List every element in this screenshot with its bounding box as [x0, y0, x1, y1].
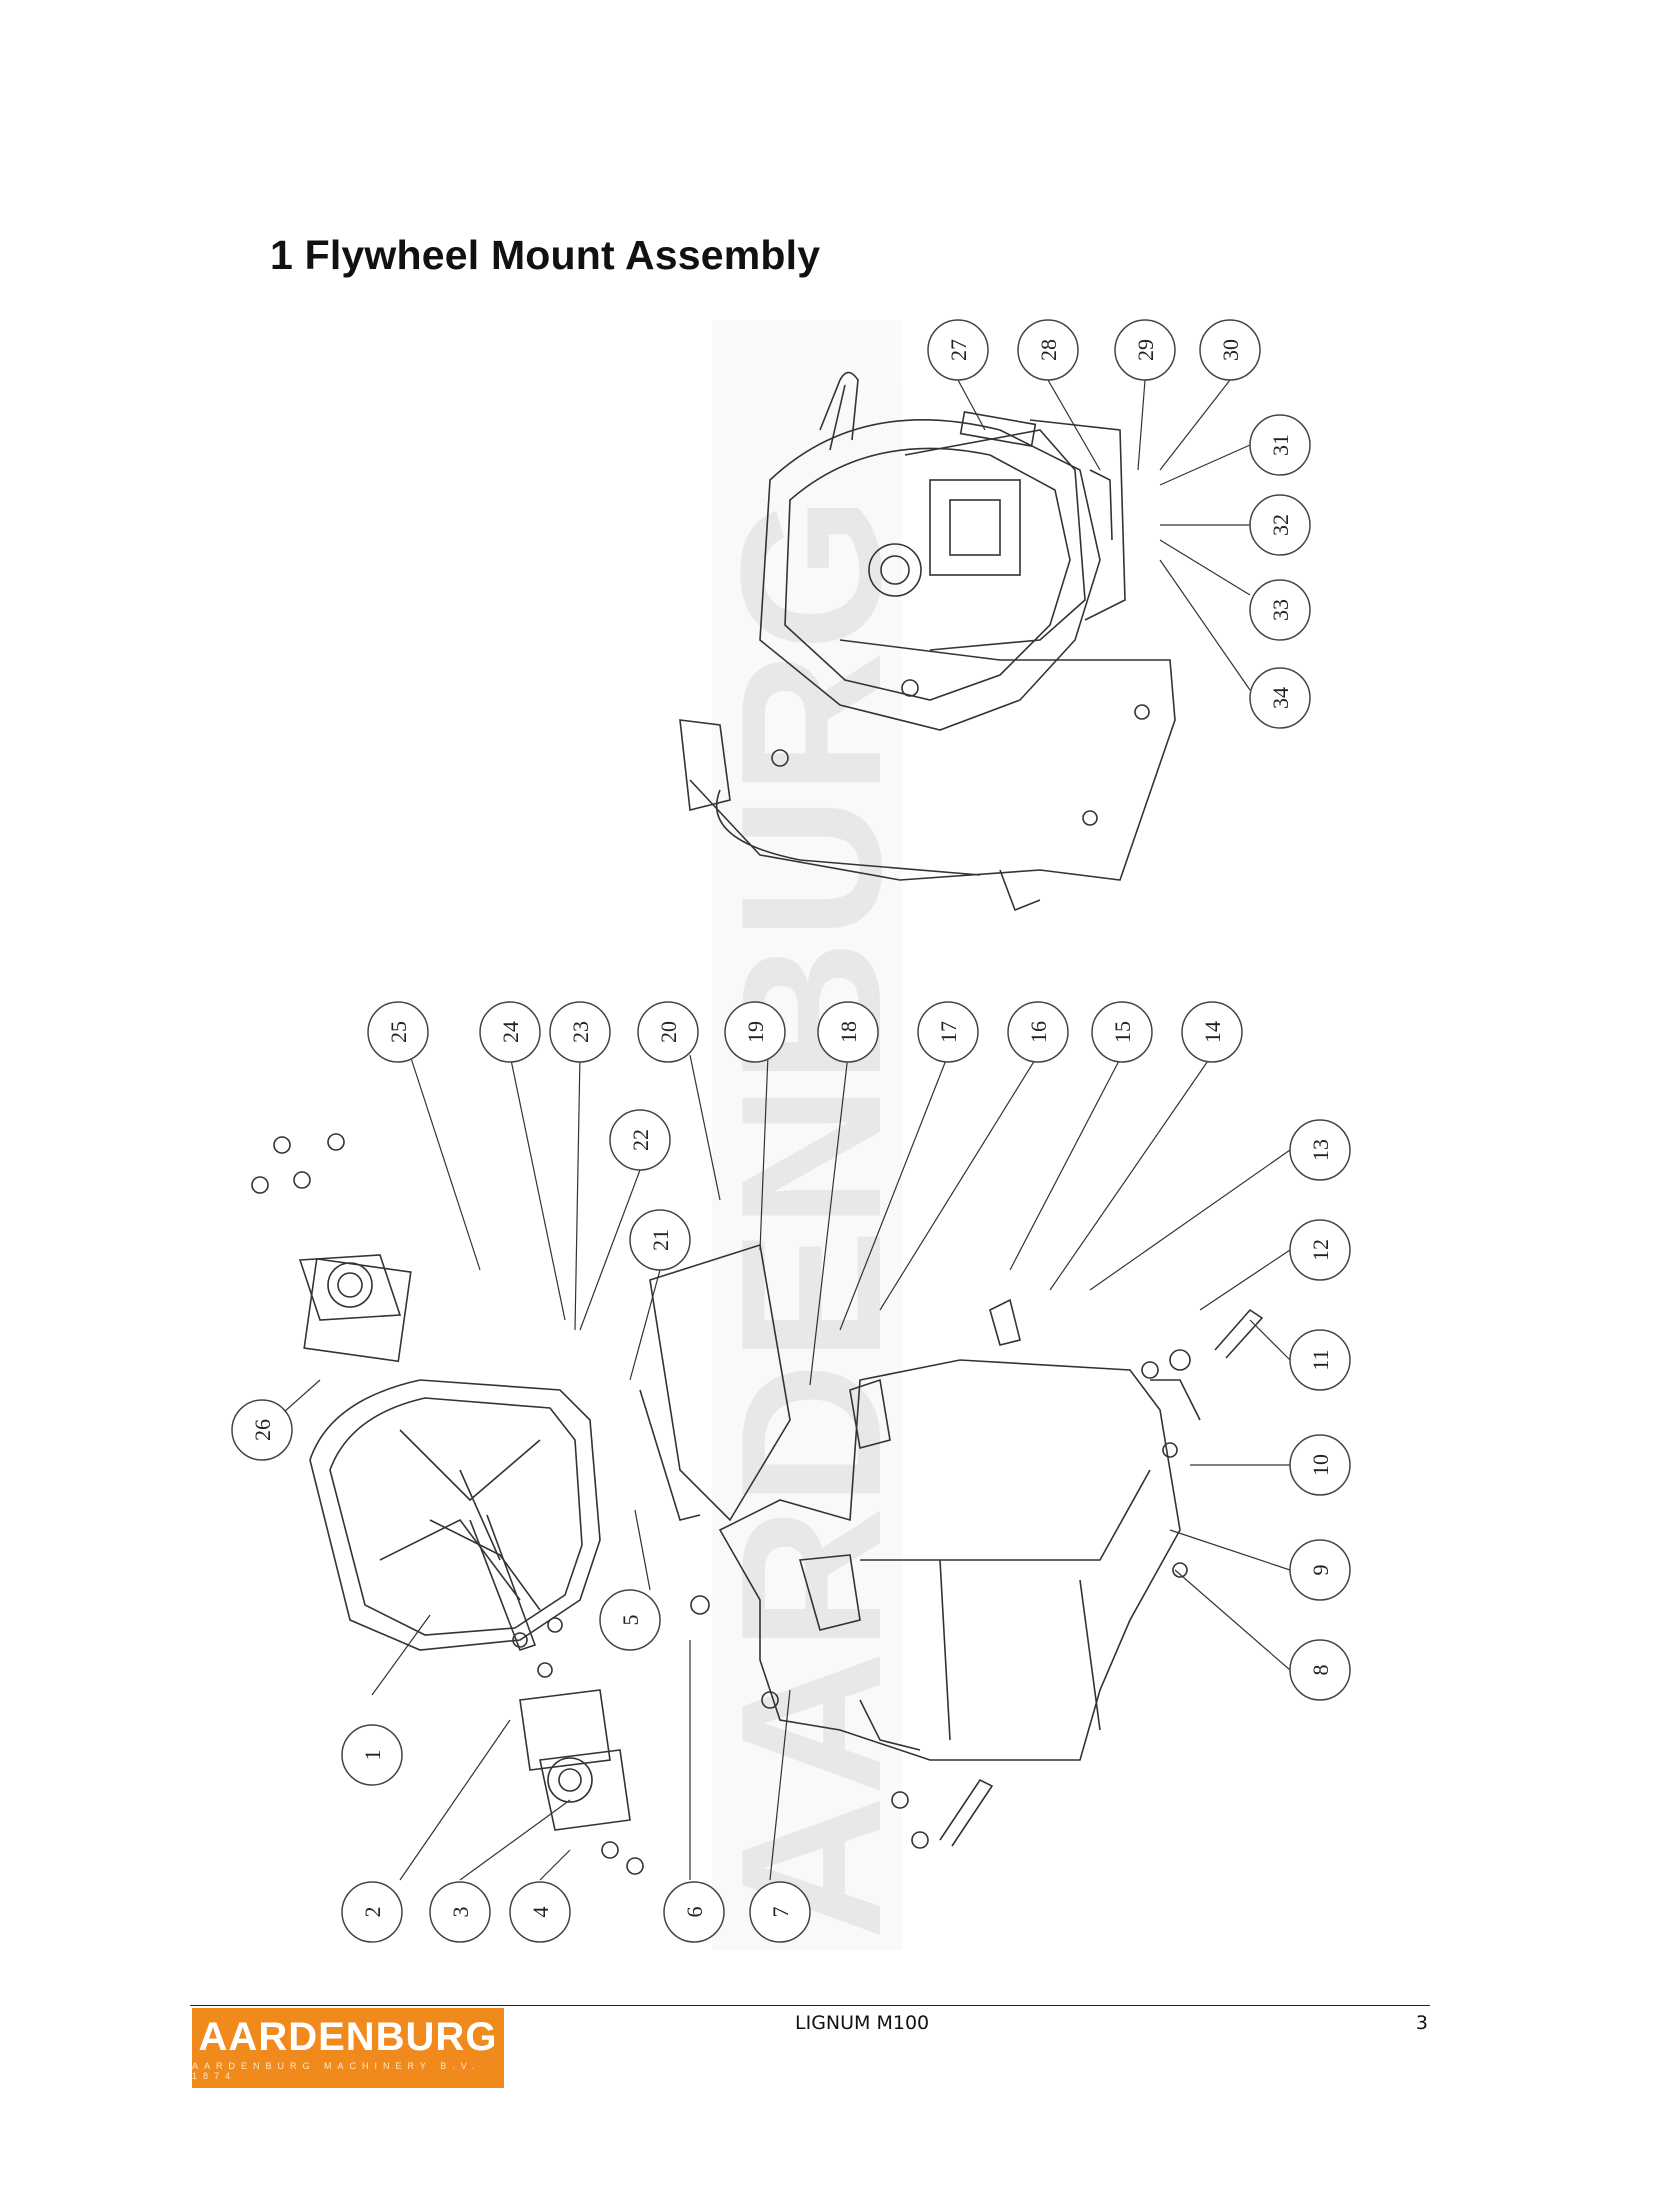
callout-3: 3	[429, 1881, 491, 1943]
callout-label: 7	[768, 1907, 793, 1918]
upper-assembly-drawing	[679, 371, 1176, 912]
callout-33: 33	[1249, 579, 1311, 641]
callout-17: 17	[917, 1001, 979, 1063]
callout-11: 11	[1289, 1329, 1351, 1391]
page-title: 1 Flywheel Mount Assembly	[270, 232, 821, 278]
aardenburg-logo: AARDENBURG AARDENBURG MACHINERY B.V. 187…	[192, 2008, 504, 2088]
callout-label: 12	[1308, 1239, 1333, 1261]
callout-label: 31	[1268, 434, 1293, 456]
logo-wordmark: AARDENBURG	[198, 2015, 498, 2059]
callouts: 1 2 3 4 5 6 7 8 9 10 11 12 13 14 15 16 1…	[231, 319, 1351, 1943]
callout-label: 32	[1268, 514, 1293, 536]
callout-27: 27	[927, 319, 989, 381]
callout-22: 22	[609, 1109, 671, 1171]
callout-14: 14	[1181, 1001, 1243, 1063]
callout-label: 22	[628, 1129, 653, 1151]
callout-label: 16	[1026, 1021, 1051, 1043]
callout-2: 2	[341, 1881, 403, 1943]
callout-24: 24	[479, 1001, 541, 1063]
lower-assembly-drawing	[251, 1133, 1264, 1875]
callout-label: 19	[743, 1021, 768, 1043]
callout-label: 5	[618, 1615, 643, 1626]
callout-label: 17	[936, 1021, 961, 1043]
logo-tagline: AARDENBURG MACHINERY B.V. 1874	[192, 2061, 481, 2081]
callout-label: 28	[1036, 339, 1061, 361]
callout-label: 34	[1268, 687, 1293, 709]
callout-label: 21	[648, 1229, 673, 1251]
callout-16: 16	[1007, 1001, 1069, 1063]
callout-28: 28	[1017, 319, 1079, 381]
leader-lines	[274, 379, 1291, 1881]
callout-34: 34	[1249, 667, 1311, 729]
callout-8: 8	[1289, 1639, 1351, 1701]
callout-label: 9	[1308, 1565, 1333, 1576]
callout-label: 8	[1308, 1665, 1333, 1676]
callout-31: 31	[1249, 414, 1311, 476]
callout-label: 25	[386, 1021, 411, 1043]
callout-label: 33	[1268, 599, 1293, 621]
callout-6: 6	[663, 1881, 725, 1943]
callout-25: 25	[367, 1001, 429, 1063]
callout-label: 15	[1110, 1021, 1135, 1043]
callout-label: 4	[528, 1907, 553, 1918]
callout-label: 3	[448, 1907, 473, 1918]
callout-9: 9	[1289, 1539, 1351, 1601]
callout-19: 19	[724, 1001, 786, 1063]
callout-label: 24	[498, 1021, 523, 1043]
callout-label: 30	[1218, 339, 1243, 361]
callout-15: 15	[1091, 1001, 1153, 1063]
callout-label: 18	[836, 1021, 861, 1043]
callout-18: 18	[817, 1001, 879, 1063]
callout-1: 1	[341, 1724, 403, 1786]
callout-23: 23	[549, 1001, 611, 1063]
callout-label: 13	[1308, 1139, 1333, 1161]
watermark-text: AARDENBURG	[700, 496, 923, 1940]
callout-label: 23	[568, 1021, 593, 1043]
page-number: 3	[1415, 2012, 1428, 2034]
callout-label: 10	[1308, 1454, 1333, 1476]
callout-26: 26	[231, 1399, 293, 1461]
callout-label: 2	[360, 1907, 385, 1918]
watermark: AARDENBURG	[700, 320, 923, 1950]
callout-10: 10	[1289, 1434, 1351, 1496]
footer-product-name: LIGNUM M100	[795, 2012, 930, 2034]
callout-label: 27	[946, 339, 971, 361]
callout-20: 20	[637, 1001, 699, 1063]
callout-5: 5	[599, 1589, 661, 1651]
callout-label: 1	[360, 1750, 385, 1761]
callout-label: 20	[656, 1021, 681, 1043]
callout-label: 26	[250, 1419, 275, 1441]
callout-29: 29	[1114, 319, 1176, 381]
callout-label: 29	[1133, 339, 1158, 361]
callout-4: 4	[509, 1881, 571, 1943]
callout-30: 30	[1199, 319, 1261, 381]
callout-label: 11	[1308, 1349, 1333, 1370]
callout-label: 6	[682, 1907, 707, 1918]
footer-divider	[190, 2005, 1430, 2006]
callout-label: 14	[1200, 1021, 1225, 1043]
callout-32: 32	[1249, 494, 1311, 556]
callout-7: 7	[749, 1881, 811, 1943]
callout-12: 12	[1289, 1219, 1351, 1281]
callout-21: 21	[629, 1209, 691, 1271]
callout-13: 13	[1289, 1119, 1351, 1181]
